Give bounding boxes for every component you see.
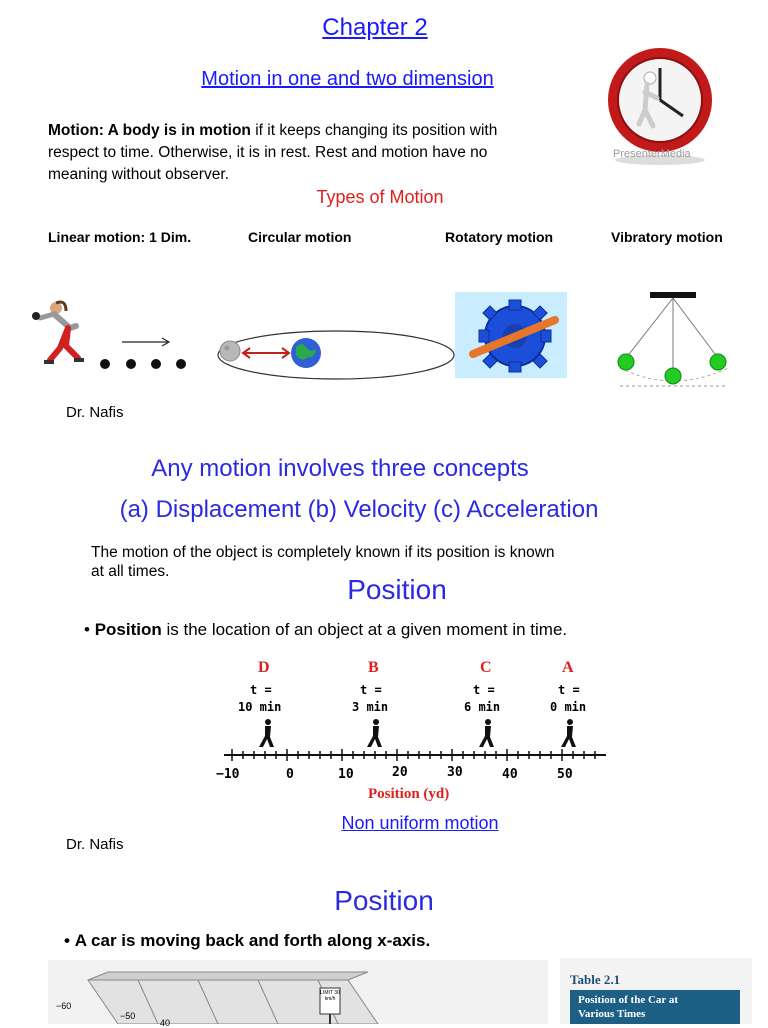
axis-tick-30: 30 [447,765,463,780]
point-time-a: 0 min [550,700,587,714]
point-t-label-b: t = [360,683,382,697]
motion-definition-line3: meaning without observer. [48,166,229,183]
paragraph-line1: The motion of the object is completely k… [91,544,555,561]
chapter-subtitle[interactable]: Motion in one and two dimension [201,68,494,90]
motion-definition-term: Motion: A body is in motion [48,122,251,139]
position-definition: is the location of an object at a given … [161,620,568,639]
position-figure: D t = 10 min B t = 3 min C t = 6 min A t… [210,655,610,810]
table-header: Position of the Car at Various Times [570,990,740,1024]
axis-tick-50: 50 [557,767,573,782]
walker-icon [259,719,576,747]
bowler-linear-image [32,300,186,369]
chapter-title[interactable]: Chapter 2 [322,14,428,41]
point-t-label-c: t = [473,683,495,697]
axis-tick-0: 0 [286,767,294,782]
road-illustration [48,960,548,1024]
table-header-line2: Various Times [578,1008,646,1020]
clock-icon [608,48,712,165]
position-bullet: • Position is the location of an object … [84,620,567,640]
motion-definition: Motion: A body is in motion if it keeps … [48,120,588,186]
axis-tick-10: 10 [338,767,354,782]
clock-logo: PresenterMedia [595,38,725,168]
types-of-motion-heading: Types of Motion [316,187,444,207]
point-t-label-d: t = [250,683,272,697]
road-tick-40: 40 [160,1018,171,1028]
type-vibratory-label: Vibratory motion [611,229,723,245]
orbit-circular-image [217,330,455,380]
author-label-1: Dr. Nafis [66,404,124,421]
pendulum-vibratory-image [617,292,729,387]
axis-tick--10: −10 [216,767,240,782]
road-tick-neg50: −50 [120,1011,136,1021]
point-time-b: 3 min [352,700,389,714]
table-caption: Table 2.1 [570,972,621,987]
author-label-2: Dr. Nafis [66,836,124,853]
bullet-dot-icon: • [84,620,95,639]
axis-label: Position (yd) [368,786,450,802]
bullet-dot-icon: • [64,931,75,950]
motion-definition-text: if it keeps changing its position with [250,122,498,139]
motion-definition-line2: respect to time. Otherwise, it is in res… [48,144,488,161]
position-axis [224,719,606,761]
road-tick-neg60: −60 [56,1001,72,1011]
table-2-1: Table 2.1 Position of the Car at Various… [560,958,752,1024]
position-heading-2: Position [334,885,434,916]
concepts-line: Any motion involves three concepts [151,455,529,482]
position-term: Position [94,620,162,639]
point-letter-d: D [258,659,270,676]
gear-rotatory-image [455,292,567,378]
point-t-label-a: t = [558,683,580,697]
point-time-c: 6 min [464,700,501,714]
car-bullet-text: A car is moving back and forth along x-a… [74,931,431,950]
point-letter-c: C [480,659,492,676]
type-rotatory-label: Rotatory motion [445,229,554,245]
position-heading: Position [347,574,447,605]
car-bullet: • A car is moving back and forth along x… [64,931,430,951]
type-linear-label: Linear motion: 1 Dim. [48,229,192,245]
concepts-list-line: (a) Displacement (b) Velocity (c) Accele… [119,496,599,523]
axis-tick-40: 40 [502,767,518,782]
logo-text: PresenterMedia [613,148,691,160]
non-uniform-motion-caption[interactable]: Non uniform motion [341,813,499,833]
point-letter-b: B [368,659,379,676]
table-header-line1: Position of the Car at [578,994,679,1006]
position-known-paragraph: The motion of the object is completely k… [91,543,691,581]
axis-tick-20: 20 [392,765,408,780]
point-letter-a: A [562,659,574,676]
type-circular-label: Circular motion [248,229,352,245]
speed-limit-sign: LIMIT 30 km/h [320,990,340,1002]
point-time-d: 10 min [238,700,282,714]
paragraph-line2: at all times. [91,563,170,580]
